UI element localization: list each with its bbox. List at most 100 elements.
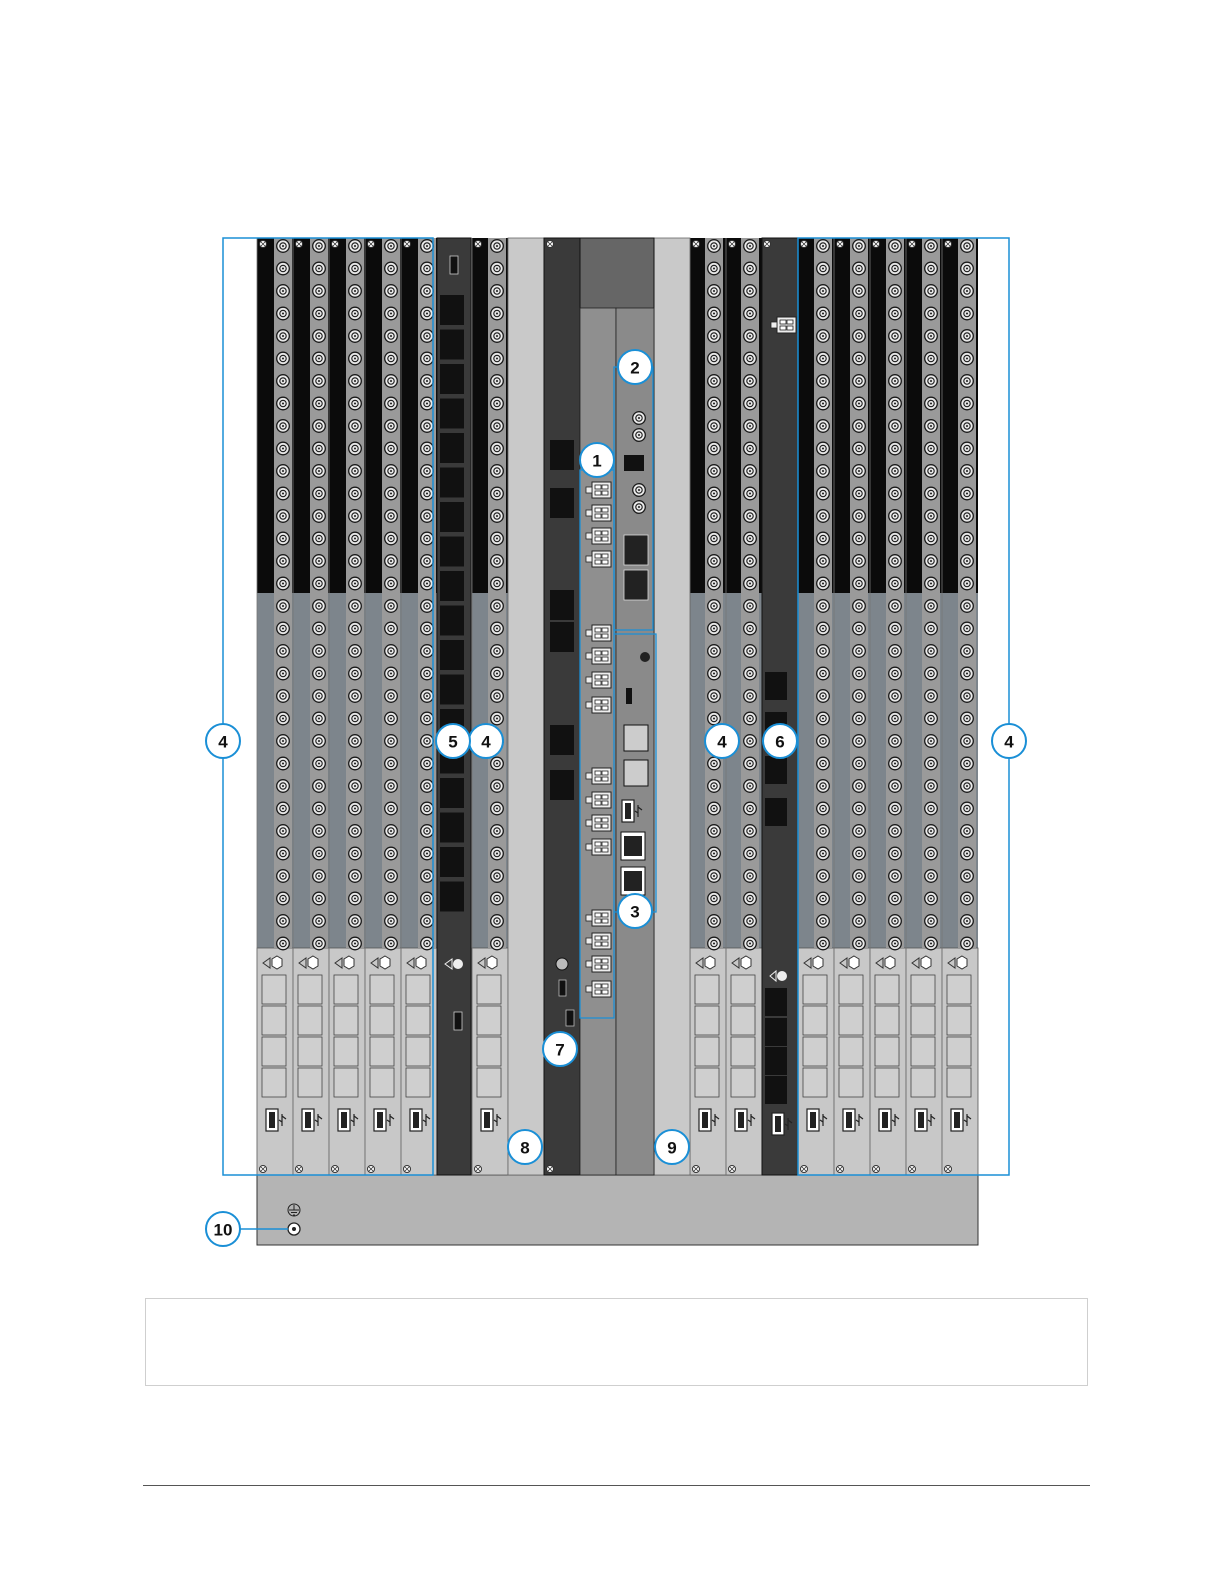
bnc-connector-icon[interactable] xyxy=(491,442,504,455)
bnc-connector-icon[interactable] xyxy=(349,487,362,500)
bnc-connector-icon[interactable] xyxy=(708,600,721,613)
bnc-connector-icon[interactable] xyxy=(961,892,974,905)
sfp-port-icon[interactable] xyxy=(370,1037,394,1066)
sfp-port-icon[interactable] xyxy=(765,798,787,826)
bnc-connector-icon[interactable] xyxy=(817,892,830,905)
bnc-connector-icon[interactable] xyxy=(744,690,757,703)
sfp-port-icon[interactable] xyxy=(695,1068,719,1097)
sfp-port-icon[interactable] xyxy=(370,1006,394,1035)
bnc-connector-icon[interactable] xyxy=(277,307,290,320)
sfp-port-icon[interactable] xyxy=(477,1037,501,1066)
sfp-port-icon[interactable] xyxy=(947,1068,971,1097)
bnc-connector-icon[interactable] xyxy=(961,712,974,725)
sfp-port-icon[interactable] xyxy=(334,1068,358,1097)
bnc-connector-icon[interactable] xyxy=(889,600,902,613)
bnc-connector-icon[interactable] xyxy=(853,645,866,658)
sfp-port-icon[interactable] xyxy=(911,1006,935,1035)
bnc-connector-icon[interactable] xyxy=(385,712,398,725)
bnc-connector-icon[interactable] xyxy=(925,487,938,500)
bnc-connector-icon[interactable] xyxy=(961,240,974,253)
bnc-connector-icon[interactable] xyxy=(313,352,326,365)
bnc-connector-icon[interactable] xyxy=(385,510,398,523)
bnc-connector-icon[interactable] xyxy=(961,915,974,928)
bnc-connector-icon[interactable] xyxy=(817,825,830,838)
sfp-port-icon[interactable] xyxy=(262,975,286,1004)
bnc-connector-icon[interactable] xyxy=(708,285,721,298)
bnc-connector-icon[interactable] xyxy=(277,375,290,388)
bnc-connector-icon[interactable] xyxy=(277,397,290,410)
bnc-connector-icon[interactable] xyxy=(491,757,504,770)
bnc-connector-icon[interactable] xyxy=(817,712,830,725)
sfp-port-icon[interactable] xyxy=(440,640,464,670)
bnc-connector-icon[interactable] xyxy=(961,307,974,320)
bnc-connector-icon[interactable] xyxy=(961,420,974,433)
bnc-connector-icon[interactable] xyxy=(313,802,326,815)
bnc-connector-icon[interactable] xyxy=(385,262,398,275)
bnc-connector-icon[interactable] xyxy=(385,690,398,703)
bnc-connector-icon[interactable] xyxy=(889,757,902,770)
bnc-connector-icon[interactable] xyxy=(925,375,938,388)
bnc-connector-icon[interactable] xyxy=(313,600,326,613)
bnc-connector-icon[interactable] xyxy=(491,915,504,928)
bnc-connector-icon[interactable] xyxy=(817,870,830,883)
bnc-connector-icon[interactable] xyxy=(491,712,504,725)
bnc-connector-icon[interactable] xyxy=(817,442,830,455)
bnc-connector-icon[interactable] xyxy=(277,870,290,883)
bnc-connector-icon[interactable] xyxy=(925,847,938,860)
bnc-connector-icon[interactable] xyxy=(708,352,721,365)
bnc-connector-icon[interactable] xyxy=(889,712,902,725)
bnc-connector-icon[interactable] xyxy=(817,757,830,770)
bnc-connector-icon[interactable] xyxy=(277,735,290,748)
bnc-connector-icon[interactable] xyxy=(421,667,434,680)
bnc-connector-icon[interactable] xyxy=(385,397,398,410)
bnc-connector-icon[interactable] xyxy=(925,622,938,635)
bnc-connector-icon[interactable] xyxy=(889,690,902,703)
bnc-connector-icon[interactable] xyxy=(961,847,974,860)
bnc-connector-icon[interactable] xyxy=(708,870,721,883)
bnc-connector-icon[interactable] xyxy=(925,352,938,365)
bnc-connector-icon[interactable] xyxy=(277,352,290,365)
bnc-connector-icon[interactable] xyxy=(421,397,434,410)
bnc-connector-icon[interactable] xyxy=(889,915,902,928)
bnc-connector-icon[interactable] xyxy=(744,667,757,680)
bnc-connector-icon[interactable] xyxy=(853,375,866,388)
bnc-connector-icon[interactable] xyxy=(633,484,646,497)
sfp-port-icon[interactable] xyxy=(731,1068,755,1097)
bnc-connector-icon[interactable] xyxy=(421,555,434,568)
bnc-connector-icon[interactable] xyxy=(349,870,362,883)
bnc-connector-icon[interactable] xyxy=(349,330,362,343)
bnc-connector-icon[interactable] xyxy=(961,645,974,658)
bnc-connector-icon[interactable] xyxy=(889,555,902,568)
bnc-connector-icon[interactable] xyxy=(925,870,938,883)
bnc-connector-icon[interactable] xyxy=(708,892,721,905)
bnc-connector-icon[interactable] xyxy=(385,240,398,253)
bnc-connector-icon[interactable] xyxy=(817,262,830,275)
bnc-connector-icon[interactable] xyxy=(889,622,902,635)
bnc-connector-icon[interactable] xyxy=(817,420,830,433)
bnc-connector-icon[interactable] xyxy=(491,487,504,500)
sfp-port-icon[interactable] xyxy=(262,1006,286,1035)
bnc-connector-icon[interactable] xyxy=(349,240,362,253)
bnc-connector-icon[interactable] xyxy=(491,465,504,478)
bnc-connector-icon[interactable] xyxy=(277,802,290,815)
bnc-connector-icon[interactable] xyxy=(889,802,902,815)
sfp-port-icon[interactable] xyxy=(406,1006,430,1035)
bnc-connector-icon[interactable] xyxy=(421,600,434,613)
bnc-connector-icon[interactable] xyxy=(817,780,830,793)
bnc-connector-icon[interactable] xyxy=(421,375,434,388)
bnc-connector-icon[interactable] xyxy=(961,600,974,613)
bnc-connector-icon[interactable] xyxy=(925,555,938,568)
bnc-connector-icon[interactable] xyxy=(925,937,938,950)
bnc-connector-icon[interactable] xyxy=(889,397,902,410)
bnc-connector-icon[interactable] xyxy=(708,555,721,568)
bnc-connector-icon[interactable] xyxy=(853,487,866,500)
sfp-port-icon[interactable] xyxy=(731,1006,755,1035)
bnc-connector-icon[interactable] xyxy=(925,780,938,793)
sfp-port-icon[interactable] xyxy=(550,622,574,652)
bnc-connector-icon[interactable] xyxy=(889,307,902,320)
bnc-connector-icon[interactable] xyxy=(744,487,757,500)
sfp-port-icon[interactable] xyxy=(839,1068,863,1097)
bnc-connector-icon[interactable] xyxy=(349,712,362,725)
bnc-connector-icon[interactable] xyxy=(961,622,974,635)
bnc-connector-icon[interactable] xyxy=(925,712,938,725)
